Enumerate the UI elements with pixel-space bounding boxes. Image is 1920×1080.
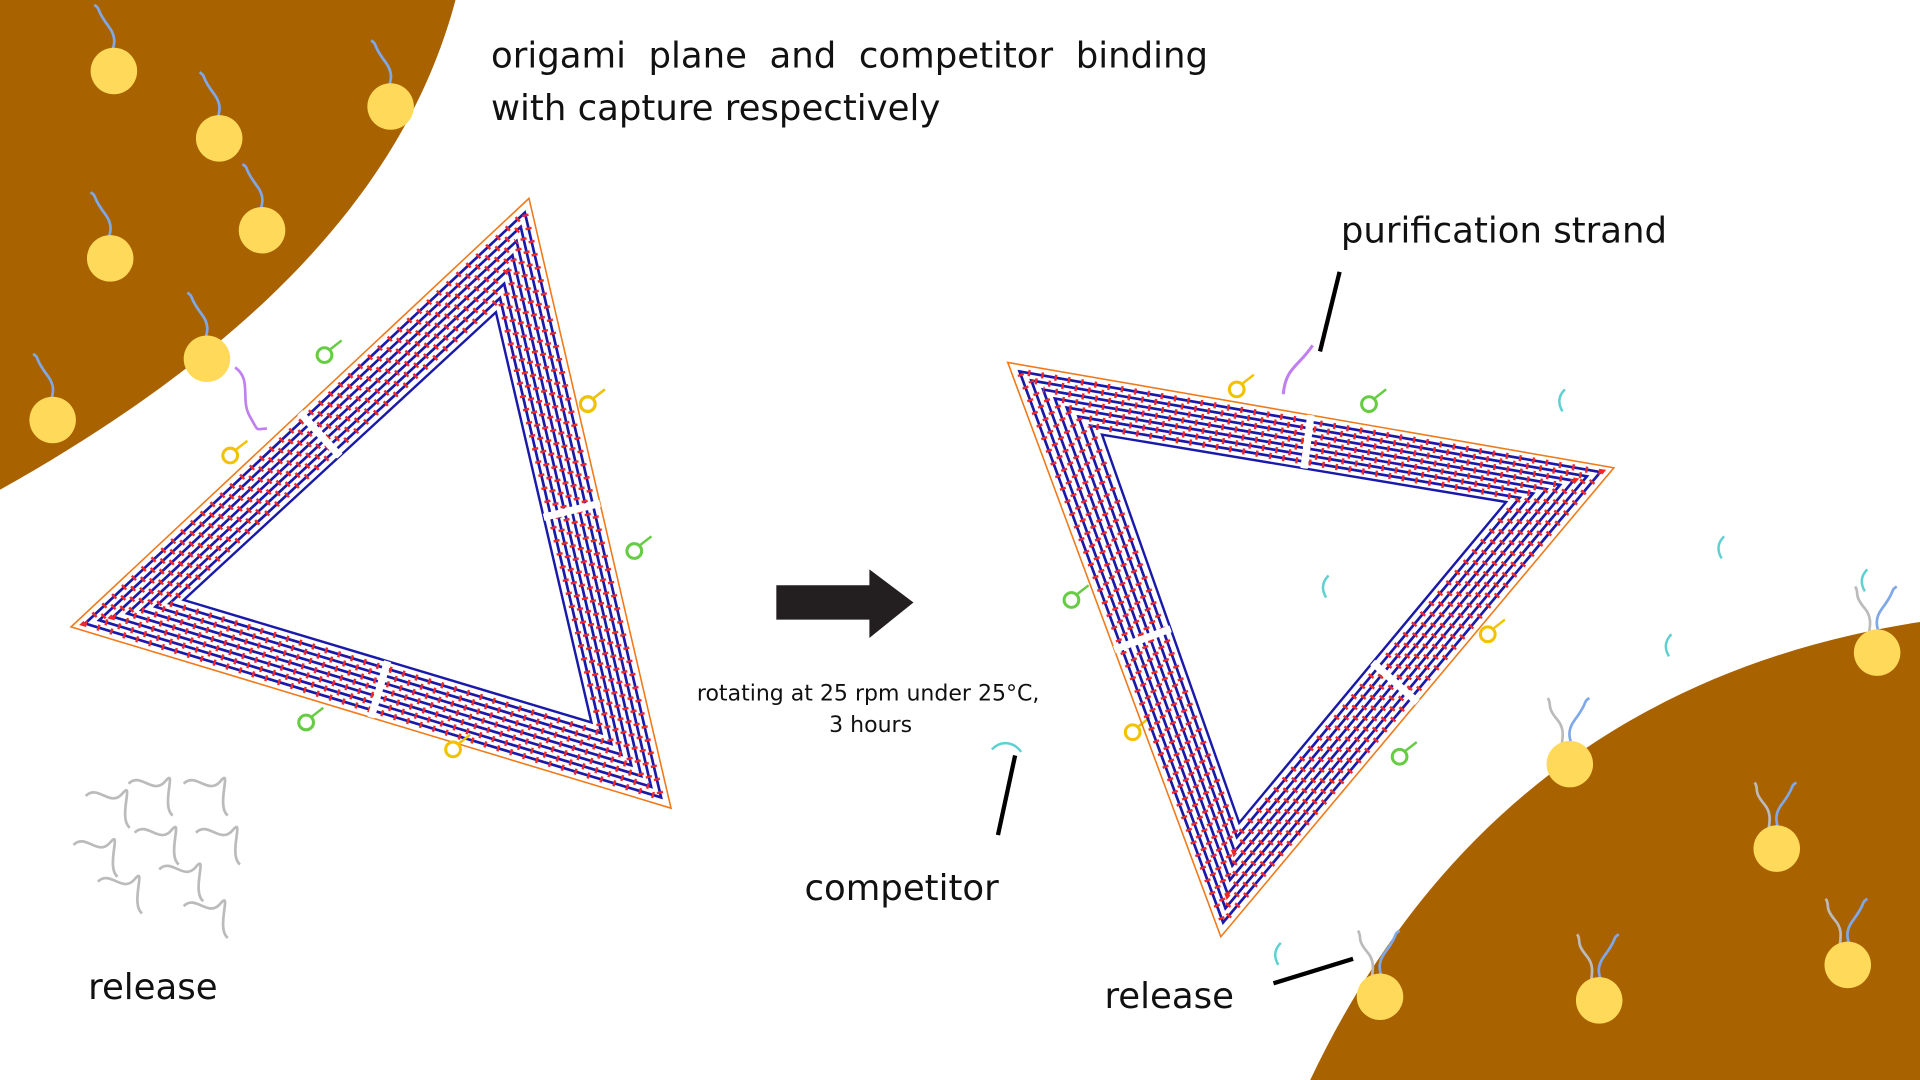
competitor-strand (1717, 535, 1725, 559)
aptamer-icon (1123, 723, 1142, 742)
magnetic-bead (90, 47, 138, 95)
title-line-2: with capture respectively (491, 88, 940, 129)
aptamer-stem (235, 439, 249, 451)
aptamer-icon (1360, 395, 1378, 413)
aptamer-icon (1227, 380, 1246, 399)
segment-gap (1113, 625, 1172, 654)
released-strand (182, 776, 229, 817)
segment-gap (542, 499, 601, 521)
origami-triangle-left (69, 196, 1506, 810)
aptamer-stem (458, 733, 471, 745)
released-strand (72, 838, 119, 878)
aptamer-stem (1374, 388, 1387, 399)
segment-gap (367, 660, 392, 719)
aptamer-icon (297, 713, 315, 732)
purification-pointer (1317, 271, 1342, 352)
aptamer-stem (1076, 584, 1090, 595)
condition-line-2: 3 hours (829, 713, 912, 738)
helix-scaffold (1064, 405, 1550, 869)
aptamer-icon (578, 395, 597, 413)
magnetic-bead (1546, 740, 1594, 788)
aptamer-stem (329, 339, 343, 350)
aptamer-icon (1478, 625, 1497, 644)
condition-line-1: rotating at 25 rpm under 25°C, (697, 681, 1040, 706)
released-strand (127, 776, 174, 817)
released-strand (97, 874, 144, 915)
aptamer-stem (1493, 618, 1506, 630)
magnetic-bead (1356, 973, 1404, 1020)
released-strand (182, 899, 229, 940)
released-strand (84, 789, 131, 829)
aptamer-stem (1404, 741, 1418, 752)
release-pointer (1272, 956, 1354, 986)
release-label-right: release (1104, 976, 1233, 1017)
magnetic-bead (29, 396, 76, 444)
bead-region-top-left (0, 0, 456, 490)
magnetic-bead (1824, 941, 1872, 989)
segment-gap (297, 410, 343, 459)
magnetic-bead (195, 115, 243, 162)
purification-strand-label: purification strand (1341, 210, 1667, 251)
origami-triangle-right (1006, 361, 1616, 939)
competitor-strand (1860, 568, 1869, 593)
beads-group (29, 3, 1901, 1024)
release-label-left: release (88, 967, 217, 1008)
purification-strand (1281, 344, 1314, 395)
segment-gap (1300, 414, 1315, 469)
magnetic-bead (86, 235, 134, 282)
magnetic-bead (1575, 977, 1623, 1024)
magnetic-bead (367, 83, 414, 130)
competitor-strand (1321, 574, 1330, 599)
released-strand (158, 862, 205, 903)
released-strand (133, 825, 180, 866)
title-line-1: origami plane and competitor binding (491, 35, 1208, 76)
segment-gap (1370, 659, 1420, 705)
magnetic-bead (1753, 825, 1800, 872)
competitor-pointer (995, 755, 1018, 836)
competitor-strand (990, 742, 1023, 753)
magnetic-bead (1853, 629, 1901, 676)
competitor-strand (1664, 633, 1673, 657)
aptamer-stem (593, 388, 606, 399)
right-arrow-icon (776, 569, 914, 638)
magnetic-bead (238, 206, 286, 254)
aptamer-icon (315, 346, 334, 364)
purification-strand (234, 366, 267, 431)
aptamer-icon (221, 446, 240, 465)
aptamer-stem (639, 535, 653, 546)
helix-staples (1038, 385, 1580, 901)
inner-edge (181, 309, 594, 725)
aptamer-icon (444, 740, 462, 759)
magnetic-bead (183, 335, 231, 383)
released-strand (194, 825, 242, 866)
aptamer-stem (1242, 373, 1255, 385)
aptamer-stem (311, 706, 325, 718)
competitor-strand (1274, 941, 1282, 966)
aptamer-icon (625, 542, 644, 560)
competitor-strand (1558, 388, 1566, 413)
bead-region-bottom-right (1310, 622, 1920, 1080)
aptamer-icon (1062, 591, 1081, 609)
competitor-label: competitor (804, 868, 999, 909)
released-strands (72, 388, 1869, 966)
aptamer-icon (1390, 747, 1409, 766)
